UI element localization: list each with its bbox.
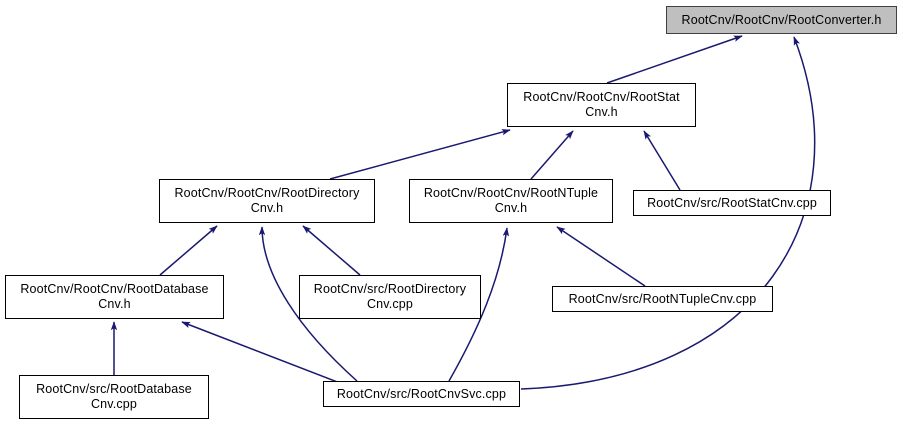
graph-node-label: RootCnv/src/RootNTupleCnv.cpp — [568, 291, 757, 306]
graph-edge-rootntuplecnv_h-to-rootstatcnv_h — [530, 130, 574, 180]
graph-edge-rootcnvsvc_cpp-to-rootdatabasecnv_h — [181, 321, 341, 384]
graph-node-label: RootCnv/RootCnv/RootStat Cnv.h — [523, 90, 680, 119]
graph-node-label: RootCnv/RootCnv/RootDirectory Cnv.h — [174, 186, 360, 215]
graph-node-label: RootCnv/RootCnv/RootNTuple Cnv.h — [423, 186, 599, 215]
graph-node-label: RootCnv/src/RootStatCnv.cpp — [647, 195, 817, 210]
graph-edge-rootdirectorycnv_h-to-rootstatcnv_h — [329, 129, 511, 180]
graph-edge-rootdatabasecnv_h-to-rootdirectorycnv_h — [159, 225, 218, 276]
graph-node-rootdirectorycnv_cpp[interactable]: RootCnv/src/RootDirectory Cnv.cpp — [299, 275, 481, 319]
graph-node-label: RootCnv/src/RootDirectory Cnv.cpp — [313, 282, 467, 311]
graph-node-rootdirectorycnv_h[interactable]: RootCnv/RootCnv/RootDirectory Cnv.h — [159, 179, 375, 223]
graph-edge-rootstatcnv_cpp-to-rootstatcnv_h — [643, 130, 681, 191]
graph-node-rootntuplecnv_h[interactable]: RootCnv/RootCnv/RootNTuple Cnv.h — [409, 179, 613, 223]
graph-edge-rootdirectorycnv_cpp-to-rootdirectorycnv_h — [302, 225, 361, 276]
graph-node-rootntuplecnv_cpp[interactable]: RootCnv/src/RootNTupleCnv.cpp — [552, 286, 773, 312]
graph-node-rootstatcnv_h[interactable]: RootCnv/RootCnv/RootStat Cnv.h — [507, 83, 696, 127]
graph-node-label: RootCnv/RootCnv/RootDatabase Cnv.h — [20, 282, 209, 311]
graph-node-label: RootCnv/src/RootDatabase Cnv.cpp — [36, 382, 192, 411]
graph-node-rootdatabasecnv_cpp[interactable]: RootCnv/src/RootDatabase Cnv.cpp — [19, 375, 209, 419]
graph-node-label: RootCnv/src/RootCnvSvc.cpp — [336, 386, 507, 401]
graph-node-rootcnvsvc_cpp[interactable]: RootCnv/src/RootCnvSvc.cpp — [323, 381, 520, 407]
graph-edge-rootntuplecnv_cpp-to-rootntuplecnv_h — [556, 226, 646, 287]
graph-node-rootdatabasecnv_h[interactable]: RootCnv/RootCnv/RootDatabase Cnv.h — [5, 275, 224, 319]
graph-node-rootstatcnv_cpp[interactable]: RootCnv/src/RootStatCnv.cpp — [633, 190, 831, 216]
graph-node-rootconverter_h[interactable]: RootCnv/RootCnv/RootConverter.h — [666, 6, 897, 34]
graph-edge-rootstatcnv_h-to-rootconverter_h — [606, 35, 743, 84]
graph-node-label: RootCnv/RootCnv/RootConverter.h — [681, 12, 882, 27]
